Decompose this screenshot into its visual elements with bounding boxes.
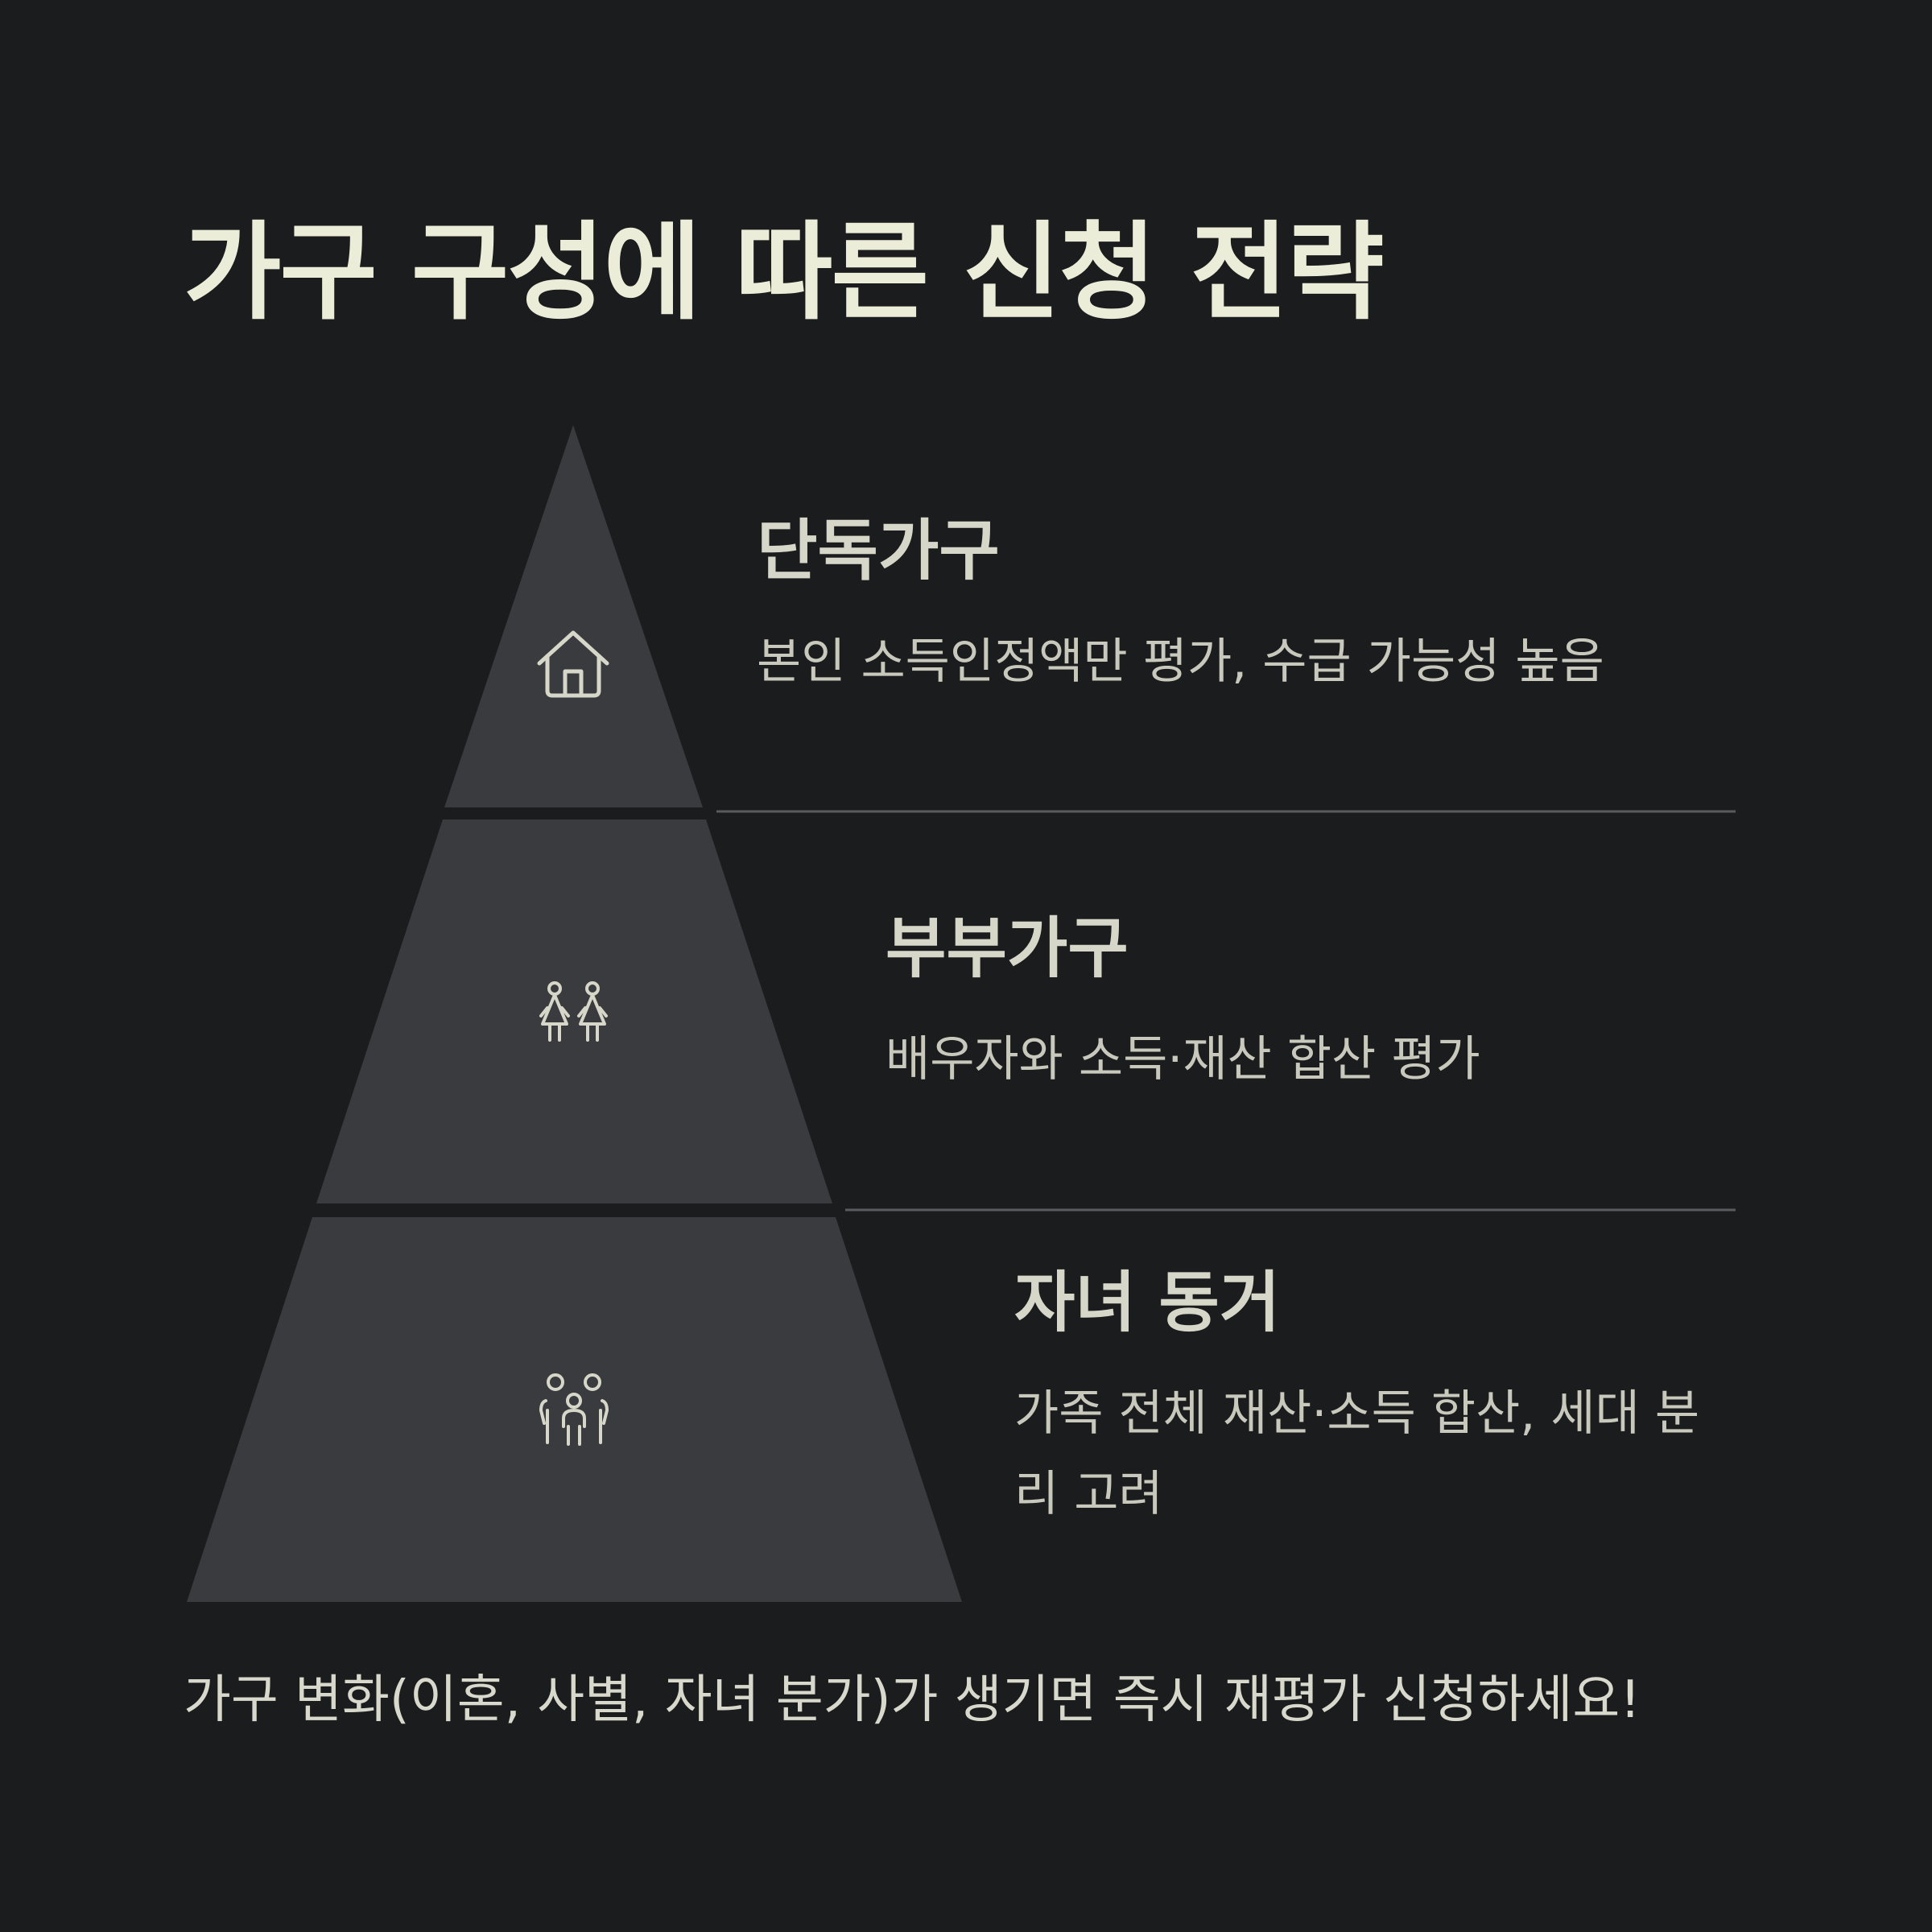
level-name-couple: 부부가구: [886, 910, 1129, 987]
level-desc-family: 가족 전체 재산·소득 합산, 세대 분리 고려: [1014, 1385, 1700, 1523]
couple-icon: [539, 981, 608, 1042]
family-icon: [539, 1373, 609, 1446]
level-block-family: 자녀 동거 가족 전체 재산·소득 합산, 세대 분리 고려: [1014, 1264, 1723, 1534]
level-name-family: 자녀 동거: [1014, 1265, 1281, 1341]
house-icon: [537, 630, 609, 698]
level-desc-couple: 배우자와 소득·재산 합산 평가: [886, 1031, 1480, 1088]
page-title: 가구 구성에 따른 신청 전략: [184, 211, 1385, 335]
level-block-single: 단독가구 본인 소득인정액만 평가, 수급 가능성 높음: [757, 512, 1604, 702]
pyramid-segment-2: [316, 819, 832, 1203]
level-desc-single: 본인 소득인정액만 평가, 수급 가능성 높음: [757, 634, 1604, 691]
level-block-couple: 부부가구 배우자와 소득·재산 합산 평가: [886, 910, 1480, 1100]
footer-note: 가구 변화(이혼, 사별, 자녀 분가)가 생기면 즉시 재평가 신청하세요!: [184, 1670, 1641, 1730]
pyramid-segment-1: [444, 425, 703, 807]
level-name-single: 단독가구: [757, 513, 1000, 589]
